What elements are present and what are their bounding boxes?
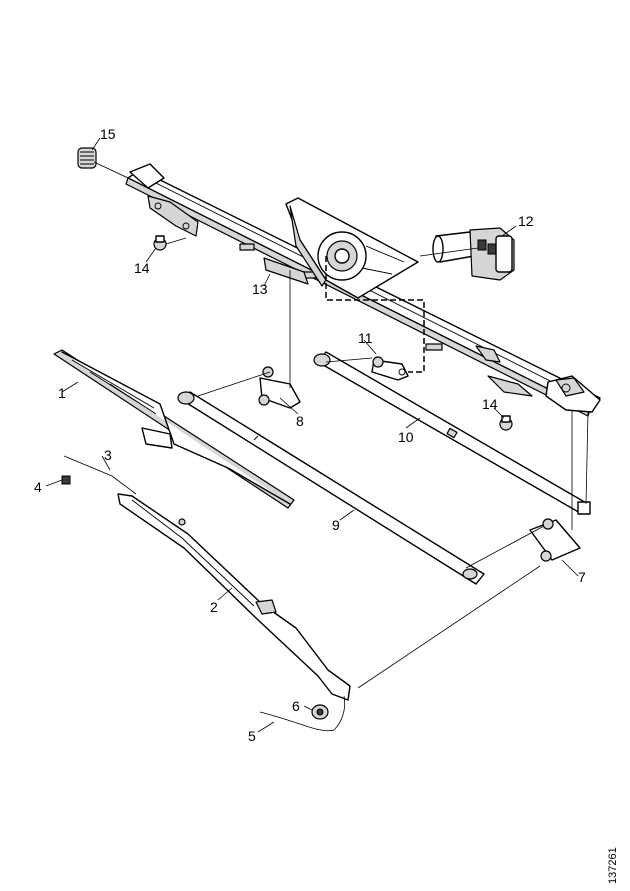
callout-5: 5 [248,728,256,744]
assembly-dashed-outline [325,256,425,373]
guide-lines [93,161,589,689]
part-14-bolt-left [153,235,167,251]
part-2-wiper-arm [117,493,351,701]
part-11-link-pin [371,356,409,381]
part-15-cap [77,147,97,169]
callout-15: 15 [100,126,116,142]
part-7-pivot-bracket [529,518,581,562]
part-9-link-rod [177,391,485,585]
callout-1: 1 [58,385,66,401]
callout-3: 3 [104,447,112,463]
part-3-wire [63,455,137,495]
callout-8: 8 [296,413,304,429]
callout-10: 10 [398,429,414,445]
figure-number: 137261 [607,847,619,884]
callout-leaders [45,137,579,733]
part-10-link-rod [313,351,591,515]
part-6-nut [311,704,329,720]
part-4-clip [61,475,71,485]
callout-11: 11 [358,330,373,346]
callout-12: 12 [518,213,534,229]
callout-6: 6 [292,698,300,714]
part-12-motor [432,227,515,281]
callout-13: 13 [252,281,268,297]
part-13-bracket [263,257,309,285]
part-8-pivot-bracket [258,366,301,409]
callout-labels: 15 14 12 13 11 1 8 14 10 3 4 9 7 2 6 5 [34,126,586,744]
callout-14-left: 14 [134,260,150,276]
callout-7: 7 [578,569,586,585]
callout-4: 4 [34,479,42,495]
part-5-hose [259,695,346,732]
part-14-bolt-right [499,415,513,431]
callout-9: 9 [332,517,340,533]
callout-2: 2 [210,599,218,615]
part-1-wiper-blade [53,349,295,509]
wiper-frame [125,163,601,417]
callout-14-right: 14 [482,396,498,412]
